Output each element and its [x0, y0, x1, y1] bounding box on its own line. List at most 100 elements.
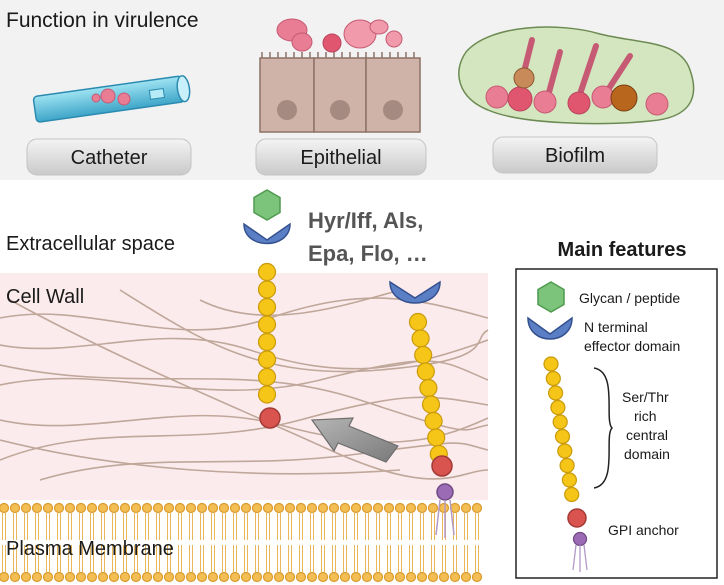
lipid-head: [328, 502, 340, 514]
lipid-tail: [398, 513, 402, 572]
lipid-head: [185, 571, 197, 583]
lipid-head: [284, 502, 296, 514]
lipid-head: [339, 571, 351, 583]
epithelial-illustration: [259, 18, 421, 133]
effector-domain-right: [389, 280, 441, 304]
lipid-head: [460, 571, 472, 583]
lipid-tail: [354, 513, 358, 572]
lipid-head: [196, 502, 208, 514]
lipid-head: [471, 571, 483, 583]
legend-gpi-purple: [572, 531, 588, 547]
lipid-head: [284, 571, 296, 583]
lipid-tail: [310, 513, 314, 572]
lipid-tail: [464, 513, 468, 572]
lipid-tail: [332, 513, 336, 572]
lipid-tail: [167, 513, 171, 572]
ser-thr-bead: [257, 332, 277, 352]
legend-bead: [552, 414, 568, 430]
lipid-tail: [156, 513, 160, 572]
lipid-head: [0, 571, 10, 583]
lipid-head: [273, 502, 285, 514]
lipid-tail: [321, 513, 325, 572]
ser-thr-bead: [257, 262, 277, 282]
lipid-head: [53, 571, 65, 583]
lipid-tail: [24, 513, 28, 572]
lipid-tail: [68, 513, 72, 572]
lipid-tail: [277, 513, 281, 572]
lipid-head: [350, 502, 362, 514]
ser-thr-chain-right: [408, 312, 448, 464]
lipid-head: [86, 502, 98, 514]
lipid-head: [108, 502, 120, 514]
virulence-panel: Function in virulence: [0, 0, 724, 180]
adhesin-protein-right: [389, 280, 455, 538]
lipid-head: [75, 571, 87, 583]
lipid-tail: [365, 513, 369, 572]
lipid-tail: [387, 513, 391, 572]
ser-thr-bead: [427, 428, 446, 447]
legend-bead: [557, 443, 573, 459]
lipid-head: [372, 502, 384, 514]
lipid-head: [328, 571, 340, 583]
lipid-head: [438, 571, 450, 583]
effector-domain-left: [243, 222, 291, 245]
lipid-tail: [79, 513, 83, 572]
legend-serthr-line1: Ser/Thr: [622, 389, 669, 405]
lipid-head: [0, 502, 10, 514]
legend-bead: [545, 370, 561, 387]
lipid-head: [31, 571, 43, 583]
legend-gpi-red: [567, 508, 587, 528]
biofilm-label-pill: Biofilm: [492, 136, 658, 174]
legend-nterminal-line2: effector domain: [584, 338, 680, 354]
lipid-head: [42, 502, 54, 514]
gpi-anchor-right: [431, 455, 453, 477]
lipid-head: [119, 571, 131, 583]
lipid-tail: [299, 513, 303, 572]
legend-effector-icon: [527, 316, 573, 340]
lipid-head: [361, 502, 373, 514]
lipid-tail: [420, 513, 424, 572]
lipid-tail: [189, 513, 193, 572]
lipid-head: [317, 571, 329, 583]
lipid-head: [251, 571, 263, 583]
adhesin-protein-left: [243, 189, 291, 429]
virulence-title: Function in virulence: [6, 9, 199, 32]
lipid-head: [229, 502, 241, 514]
lipid-tail: [211, 513, 215, 572]
lipid-tail: [409, 513, 413, 572]
ser-thr-bead: [414, 345, 433, 365]
lipid-tail: [145, 513, 149, 572]
glycan-hexagon-left: [253, 189, 281, 221]
lipid-head: [64, 571, 76, 583]
lipid-head: [174, 502, 186, 514]
lipid-head: [185, 502, 197, 514]
lipid-head: [20, 571, 32, 583]
legend-title: Main features: [558, 239, 687, 261]
lipid-head: [240, 502, 252, 514]
lipid-head: [97, 571, 109, 583]
lipid-head: [130, 571, 142, 583]
lipid-head: [196, 571, 208, 583]
epithelial-label: Epithelial: [300, 147, 381, 169]
lipid-tail: [431, 513, 435, 572]
gpi-anchor-left: [259, 407, 281, 429]
lipid-tail: [2, 513, 6, 572]
ser-thr-bead: [257, 297, 277, 317]
gpi-lipid-right: [436, 483, 454, 501]
lipid-head: [141, 502, 153, 514]
legend-glycan-icon: [537, 281, 565, 313]
biofilm-illustration: [458, 26, 695, 125]
extracellular-label: Extracellular space: [6, 233, 175, 255]
legend-bead: [554, 428, 571, 445]
lipid-head: [306, 571, 318, 583]
ser-thr-bead: [257, 315, 277, 334]
lipid-head: [20, 502, 32, 514]
lipid-head: [53, 502, 65, 514]
lipid-tail: [46, 513, 50, 572]
lipid-tail: [178, 513, 182, 572]
ser-thr-bead: [411, 329, 430, 348]
lipid-head: [207, 502, 219, 514]
lipid-head: [471, 502, 483, 514]
ser-thr-bead: [257, 350, 277, 369]
